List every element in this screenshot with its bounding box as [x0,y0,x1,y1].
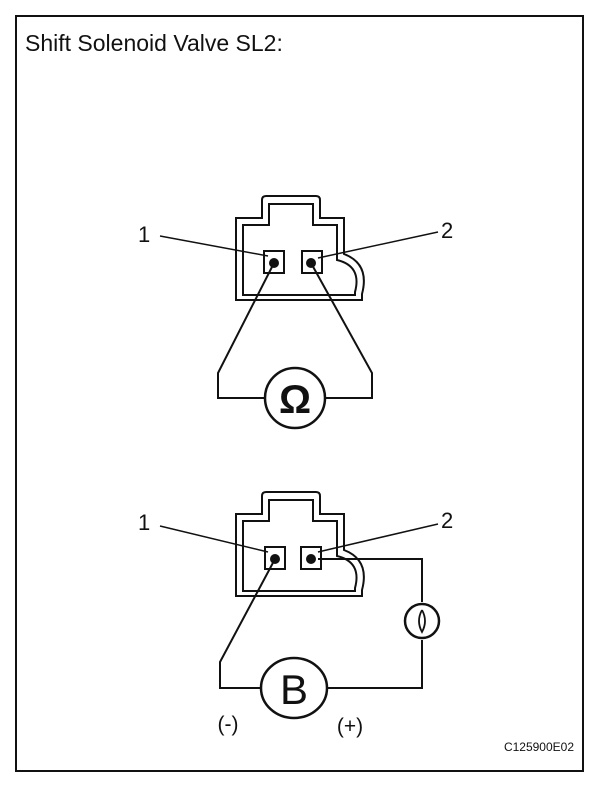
bottom-connector [235,491,365,597]
bulb-icon [403,602,441,640]
negative-polarity-label: (-) [218,713,239,736]
bottom-leader-lines [159,523,439,553]
top-terminal-label-1: 1 [138,222,150,247]
bottom-terminal-label-2: 2 [441,508,453,533]
figure-frame [15,15,584,772]
bottom-terminal-left [264,546,286,570]
top-connector [235,195,365,301]
top-terminal-right [301,250,323,274]
top-leader-lines [159,231,439,259]
figure-title: Shift Solenoid Valve SL2: [25,30,283,56]
top-terminal-left [263,250,285,274]
bottom-terminal-label-1: 1 [138,510,150,535]
figure-code: C125900E02 [503,740,574,754]
ohmmeter: Ω [263,366,327,430]
bottom-circuit-wires [219,558,423,689]
battery-symbol: B [280,666,308,713]
battery: B [259,656,329,720]
positive-polarity-label: (+) [337,715,363,738]
ohm-symbol: Ω [279,378,311,422]
top-terminal-label-2: 2 [441,218,453,243]
top-meter-wires [217,262,373,399]
